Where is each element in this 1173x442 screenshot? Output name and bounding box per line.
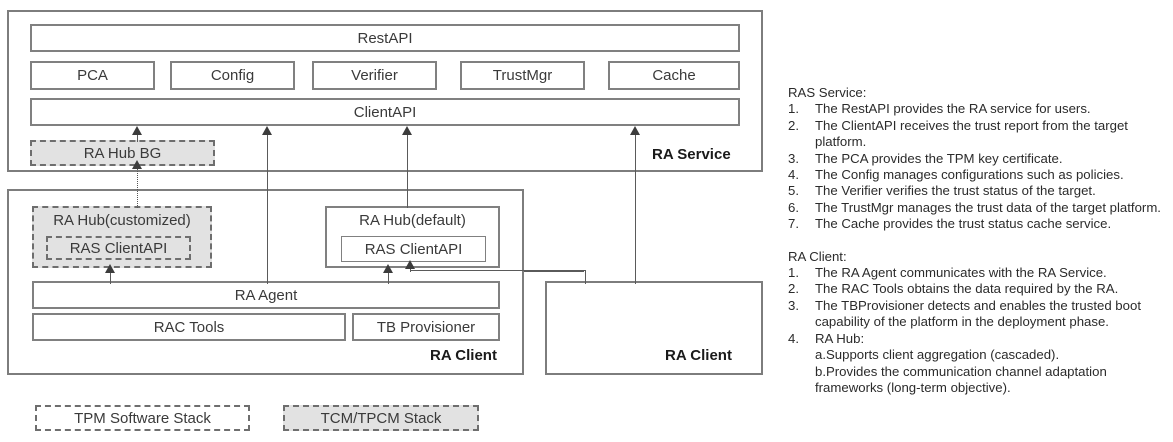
- ra-client-label: RA Client: [430, 347, 497, 364]
- list-item-number: 4.: [788, 167, 799, 183]
- arrowhead-rasapi-default-2: [405, 260, 415, 269]
- ra-hub-bg-box: RA Hub BG: [30, 140, 215, 166]
- notes-client-list: 1. The RA Agent communicates with the RA…: [788, 265, 1173, 347]
- notes-service-list: 1. The RestAPI provides the RA service f…: [788, 101, 1173, 232]
- notes-client-sub-a: a.Supports client aggregation (cascaded)…: [815, 347, 1060, 363]
- arrowhead-rasapi-custom: [105, 264, 115, 273]
- restapi-box: RestAPI: [30, 24, 740, 52]
- list-item-number: 5.: [788, 183, 799, 199]
- list-item-number: 6.: [788, 199, 799, 215]
- ra-service-label: RA Service: [652, 146, 731, 163]
- rac-tools-box: RAC Tools: [32, 313, 346, 341]
- arrowhead-clientapi-2: [262, 126, 272, 135]
- module-box-trustmgr: TrustMgr: [460, 61, 585, 90]
- ras-clientapi-box-default: RAS ClientAPI: [341, 236, 486, 262]
- list-item-text: The RA Agent communicates with the RA Se…: [815, 265, 1107, 281]
- list-item-number: 3.: [788, 150, 799, 166]
- list-item-text: RA Hub:: [815, 330, 865, 346]
- connector-raclient2-route-h: [410, 270, 585, 271]
- list-item: 3. The PCA provides the TPM key certific…: [788, 151, 1173, 167]
- list-item-text: The PCA provides the TPM key certificate…: [815, 150, 1063, 166]
- ra-agent-box: RA Agent: [32, 281, 500, 309]
- arrowhead-clientapi-3: [402, 126, 412, 135]
- list-item-text: The TBProvisioner detects and enables th…: [815, 297, 1141, 330]
- list-item-text: The Config manages configurations such a…: [815, 167, 1124, 183]
- tb-provisioner-box: TB Provisioner: [352, 313, 500, 341]
- list-item: 6. The TrustMgr manages the trust data o…: [788, 200, 1173, 216]
- list-item: 5. The Verifier verifies the trust statu…: [788, 183, 1173, 199]
- list-item-number: 4.: [788, 330, 799, 346]
- list-item-number: 7.: [788, 216, 799, 232]
- notes-service-title: RAS Service:: [788, 85, 867, 100]
- list-item: 4. RA Hub:: [788, 331, 1173, 347]
- list-item-number: 2.: [788, 281, 799, 297]
- list-item-number: 1.: [788, 265, 799, 281]
- list-item: 3. The TBProvisioner detects and enables…: [788, 298, 1173, 331]
- connector-hubdefault-to-clientapi: [407, 128, 408, 208]
- notes-panel: RAS Service: 1. The RestAPI provides the…: [788, 85, 1173, 396]
- arrowhead-hubbg-bottom: [132, 160, 142, 169]
- ra-hub-customized-box: RA Hub(customized) RAS ClientAPI: [32, 206, 212, 268]
- connector-hubcustom-to-hubbg: [137, 168, 138, 208]
- list-item-number: 3.: [788, 297, 799, 313]
- connector-hubbg-to-clientapi: [137, 128, 138, 142]
- list-item-text: The Verifier verifies the trust status o…: [815, 183, 1096, 199]
- list-item: 7. The Cache provides the trust status c…: [788, 216, 1173, 232]
- arrowhead-rasapi-default-1: [383, 264, 393, 273]
- list-item-text: The ClientAPI receives the trust report …: [815, 117, 1128, 150]
- notes-client-sub-b: b.Provides the communication channel ada…: [815, 363, 1107, 395]
- list-item: 1. The RA Agent communicates with the RA…: [788, 265, 1173, 281]
- clientapi-box: ClientAPI: [30, 98, 740, 126]
- list-item-text: The Cache provides the trust status cach…: [815, 216, 1112, 232]
- connector-raclient2-route-v: [585, 270, 586, 284]
- notes-client-title: RA Client:: [788, 248, 847, 264]
- ras-clientapi-box-customized: RAS ClientAPI: [46, 236, 191, 260]
- list-item-number: 2.: [788, 117, 799, 133]
- arrowhead-clientapi-1: [132, 126, 142, 135]
- module-box-verifier: Verifier: [312, 61, 437, 90]
- list-item-text: The RAC Tools obtains the data required …: [815, 281, 1119, 297]
- connector-agent-to-rasapi-default: [388, 268, 389, 284]
- ra-client-group-2: [545, 281, 763, 375]
- ra-client-2-label: RA Client: [665, 347, 732, 364]
- connector-raclient2-to-clientapi: [635, 128, 636, 284]
- list-item-text: The TrustMgr manages the trust data of t…: [815, 199, 1161, 215]
- list-item: 2. The RAC Tools obtains the data requir…: [788, 281, 1173, 297]
- ra-hub-customized-title: RA Hub(customized): [53, 212, 191, 229]
- list-item: 4. The Config manages configurations suc…: [788, 167, 1173, 183]
- ra-hub-default-box: RA Hub(default) RAS ClientAPI: [325, 206, 500, 268]
- arrowhead-clientapi-4: [630, 126, 640, 135]
- list-item-number: 1.: [788, 101, 799, 117]
- list-item: 1. The RestAPI provides the RA service f…: [788, 101, 1173, 117]
- legend-tcm-tpcm-stack: TCM/TPCM Stack: [283, 405, 479, 431]
- module-box-cache: Cache: [608, 61, 740, 90]
- list-item: 2. The ClientAPI receives the trust repo…: [788, 118, 1173, 151]
- notes-spacer: [788, 233, 1173, 249]
- connector-agent-to-clientapi: [267, 128, 268, 284]
- ra-hub-default-title: RA Hub(default): [359, 212, 466, 229]
- connector-agent-to-rasapi-custom: [110, 268, 111, 284]
- module-box-pca: PCA: [30, 61, 155, 90]
- connector-group-link-h: [524, 271, 584, 272]
- list-item-text: The RestAPI provides the RA service for …: [815, 101, 1091, 117]
- legend-tpm-software-stack: TPM Software Stack: [35, 405, 250, 431]
- module-box-config: Config: [170, 61, 295, 90]
